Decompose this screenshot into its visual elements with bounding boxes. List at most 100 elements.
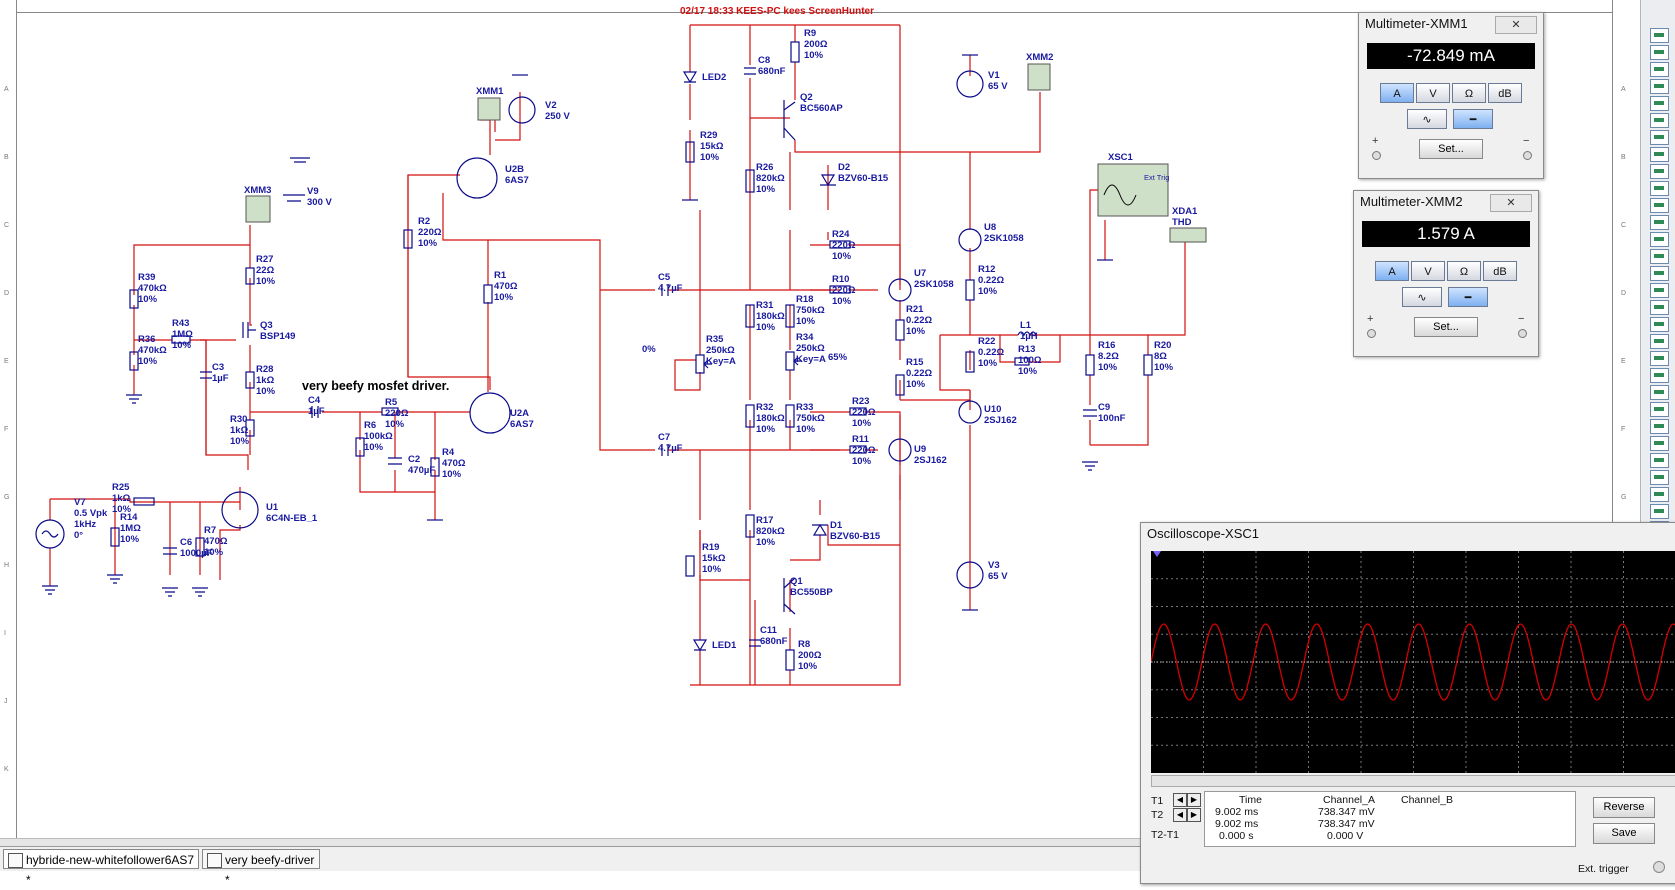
watermark-text: 02/17 18:33 KEES-PC kees ScreenHunter [680,6,874,17]
multimeter-display: 1.579 A [1362,221,1530,247]
multimeter-xmm2-window[interactable]: Multimeter-XMM2 ✕ 1.579 A A V Ω dB ∿ ━ S… [1353,190,1539,357]
instrument-toolbar-icon[interactable] [1650,62,1669,77]
cursor-marker-icon[interactable] [1153,551,1161,557]
ohm-mode-button[interactable]: Ω [1447,261,1481,281]
multimeter-xmm1-window[interactable]: Multimeter-XMM1 ✕ -72.849 mA A V Ω dB ∿ … [1358,12,1544,179]
ohm-mode-button[interactable]: Ω [1452,83,1486,103]
instrument-toolbar-icon[interactable] [1650,487,1669,502]
instrument-toolbar-icon[interactable] [1650,215,1669,230]
component-label-q3: BSP149 [260,331,295,342]
instrument-toolbar-icon[interactable] [1650,504,1669,519]
instrument-toolbar-icon[interactable] [1650,198,1669,213]
set-button[interactable]: Set... [1414,317,1478,337]
component-label-r1: R1 [494,270,507,281]
close-button[interactable]: ✕ [1490,194,1532,212]
tab-very-beefy-driver[interactable]: very beefy-driver * [202,849,320,887]
instrument-toolbar-icon[interactable] [1650,385,1669,400]
ac-mode-button[interactable]: ∿ [1407,109,1447,129]
t1-right-arrow-icon[interactable]: ▶ [1187,793,1201,807]
scope-scrollbar[interactable] [1151,775,1675,787]
instrument-toolbar-icon[interactable] [1650,266,1669,281]
instrument-toolbar-icon[interactable] [1650,249,1669,264]
instrument-toolbar-icon[interactable] [1650,181,1669,196]
component-label-r29: R29 [700,130,717,141]
multimeter-display: -72.849 mA [1367,43,1535,69]
plus-terminal-icon[interactable] [1367,329,1376,338]
ext-trigger-label: Ext. trigger [1578,863,1629,875]
instrument-toolbar-icon[interactable] [1650,334,1669,349]
dc-mode-button[interactable]: ━ [1448,287,1488,307]
t1-left-arrow-icon[interactable]: ◀ [1173,793,1187,807]
minus-terminal-label: − [1518,313,1525,325]
amp-mode-button[interactable]: A [1375,261,1409,281]
reverse-button[interactable]: Reverse [1593,797,1655,818]
component-label-r28: 1kΩ [256,375,275,386]
component-label-r26: 820kΩ [756,173,785,184]
component-label-r21: 10% [906,326,926,337]
cursor-t1-label: T1 [1151,795,1164,807]
instrument-toolbar-icon[interactable] [1650,113,1669,128]
scope-screen[interactable] [1151,551,1675,773]
t1-channel-a-value: 738.347 mV [1318,806,1375,818]
ruler-row-label: K [4,766,9,773]
minus-terminal-icon[interactable] [1518,329,1527,338]
instrument-toolbar-icon[interactable] [1650,419,1669,434]
instrument-toolbar-icon[interactable] [1650,283,1669,298]
save-button[interactable]: Save [1593,823,1655,844]
component-label-led2: LED2 [702,72,726,83]
instrument-toolbar-icon[interactable] [1650,96,1669,111]
t2-right-arrow-icon[interactable]: ▶ [1187,808,1201,822]
volt-mode-button[interactable]: V [1411,261,1445,281]
component-label-xsc1s: XSC1 [1108,152,1134,163]
instrument-toolbar-icon[interactable] [1650,470,1669,485]
instrument-toolbar-icon[interactable] [1650,147,1669,162]
instrument-toolbar-icon[interactable] [1650,368,1669,383]
component-label-c5: 4.7µF [658,283,683,294]
instrument-toolbar-icon[interactable] [1650,164,1669,179]
instrument-toolbar-icon[interactable] [1650,232,1669,247]
schematic-drawing[interactable]: 02/17 18:33 KEES-PC kees ScreenHunter ve… [0,0,1612,838]
instrument-toolbar-icon[interactable] [1650,45,1669,60]
instrument-toolbar-icon[interactable] [1650,28,1669,43]
instrument-toolbar-icon[interactable] [1650,79,1669,94]
component-label-c11: C11 [760,625,778,636]
minus-terminal-icon[interactable] [1523,151,1532,160]
component-label-c8: C8 [758,55,770,66]
document-tab-bar: hybride-new-whitefollower6AS7 * very bee… [0,846,1140,887]
db-mode-button[interactable]: dB [1483,261,1517,281]
meter-icons[interactable] [245,63,1207,243]
tab-label: hybride-new-whitefollower6AS7 * [26,853,195,887]
amp-mode-button[interactable]: A [1380,83,1414,103]
instrument-toolbar-icon[interactable] [1650,453,1669,468]
plus-terminal-label: + [1367,313,1374,325]
instrument-toolbar-icon[interactable] [1650,402,1669,417]
db-mode-button[interactable]: dB [1488,83,1522,103]
dc-mode-button[interactable]: ━ [1453,109,1493,129]
t2-left-arrow-icon[interactable]: ◀ [1173,808,1187,822]
component-label-r30: 1kΩ [230,425,249,436]
tab-hybride[interactable]: hybride-new-whitefollower6AS7 * [3,849,199,887]
instrument-toolbar-icon[interactable] [1650,436,1669,451]
instrument-toolbar-icon[interactable] [1650,317,1669,332]
component-label-r8: 200Ω [798,650,822,661]
component-label-r16: R16 [1098,340,1115,351]
oscilloscope-xsc1-window[interactable]: Oscilloscope-XSC1 T1 T2 T2-T1 ◀ ▶ ◀ ▶ Ti… [1140,522,1675,884]
instrument-toolbar-icon[interactable] [1650,351,1669,366]
horizontal-scrollbar[interactable] [0,838,1140,847]
close-button[interactable]: ✕ [1495,16,1537,34]
component-label-r25: R25 [112,482,130,493]
component-label-r32: R32 [756,402,773,413]
volt-mode-button[interactable]: V [1416,83,1450,103]
set-button[interactable]: Set... [1419,139,1483,159]
component-label-xmm2s: XMM2 [1026,52,1053,63]
instrument-toolbar-icon[interactable] [1650,300,1669,315]
plus-terminal-icon[interactable] [1372,151,1381,160]
ac-mode-button[interactable]: ∿ [1402,287,1442,307]
component-label-v7: 0° [74,530,83,541]
component-label-v1: V1 [988,70,1000,81]
instrument-toolbar-icon[interactable] [1650,130,1669,145]
ext-trigger-terminal-icon[interactable] [1653,861,1665,873]
top-ruler [16,0,1640,13]
component-label-r24: 220Ω [832,240,856,251]
component-label-r35: Key=A [706,356,736,367]
